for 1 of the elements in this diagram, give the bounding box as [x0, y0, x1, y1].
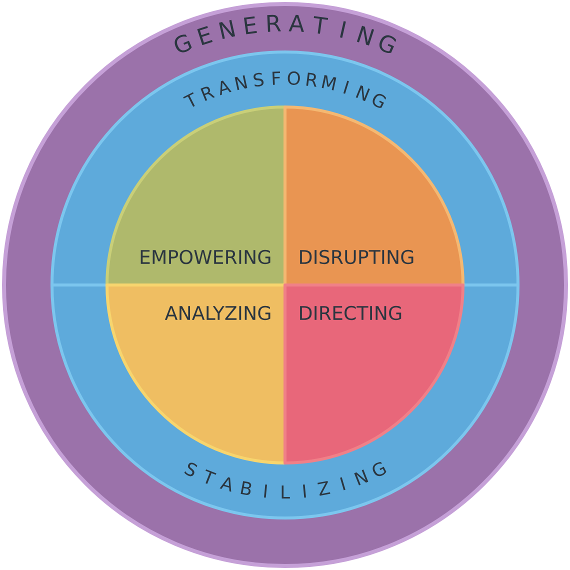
- quadrant: EMPOWERING: [106, 106, 286, 286]
